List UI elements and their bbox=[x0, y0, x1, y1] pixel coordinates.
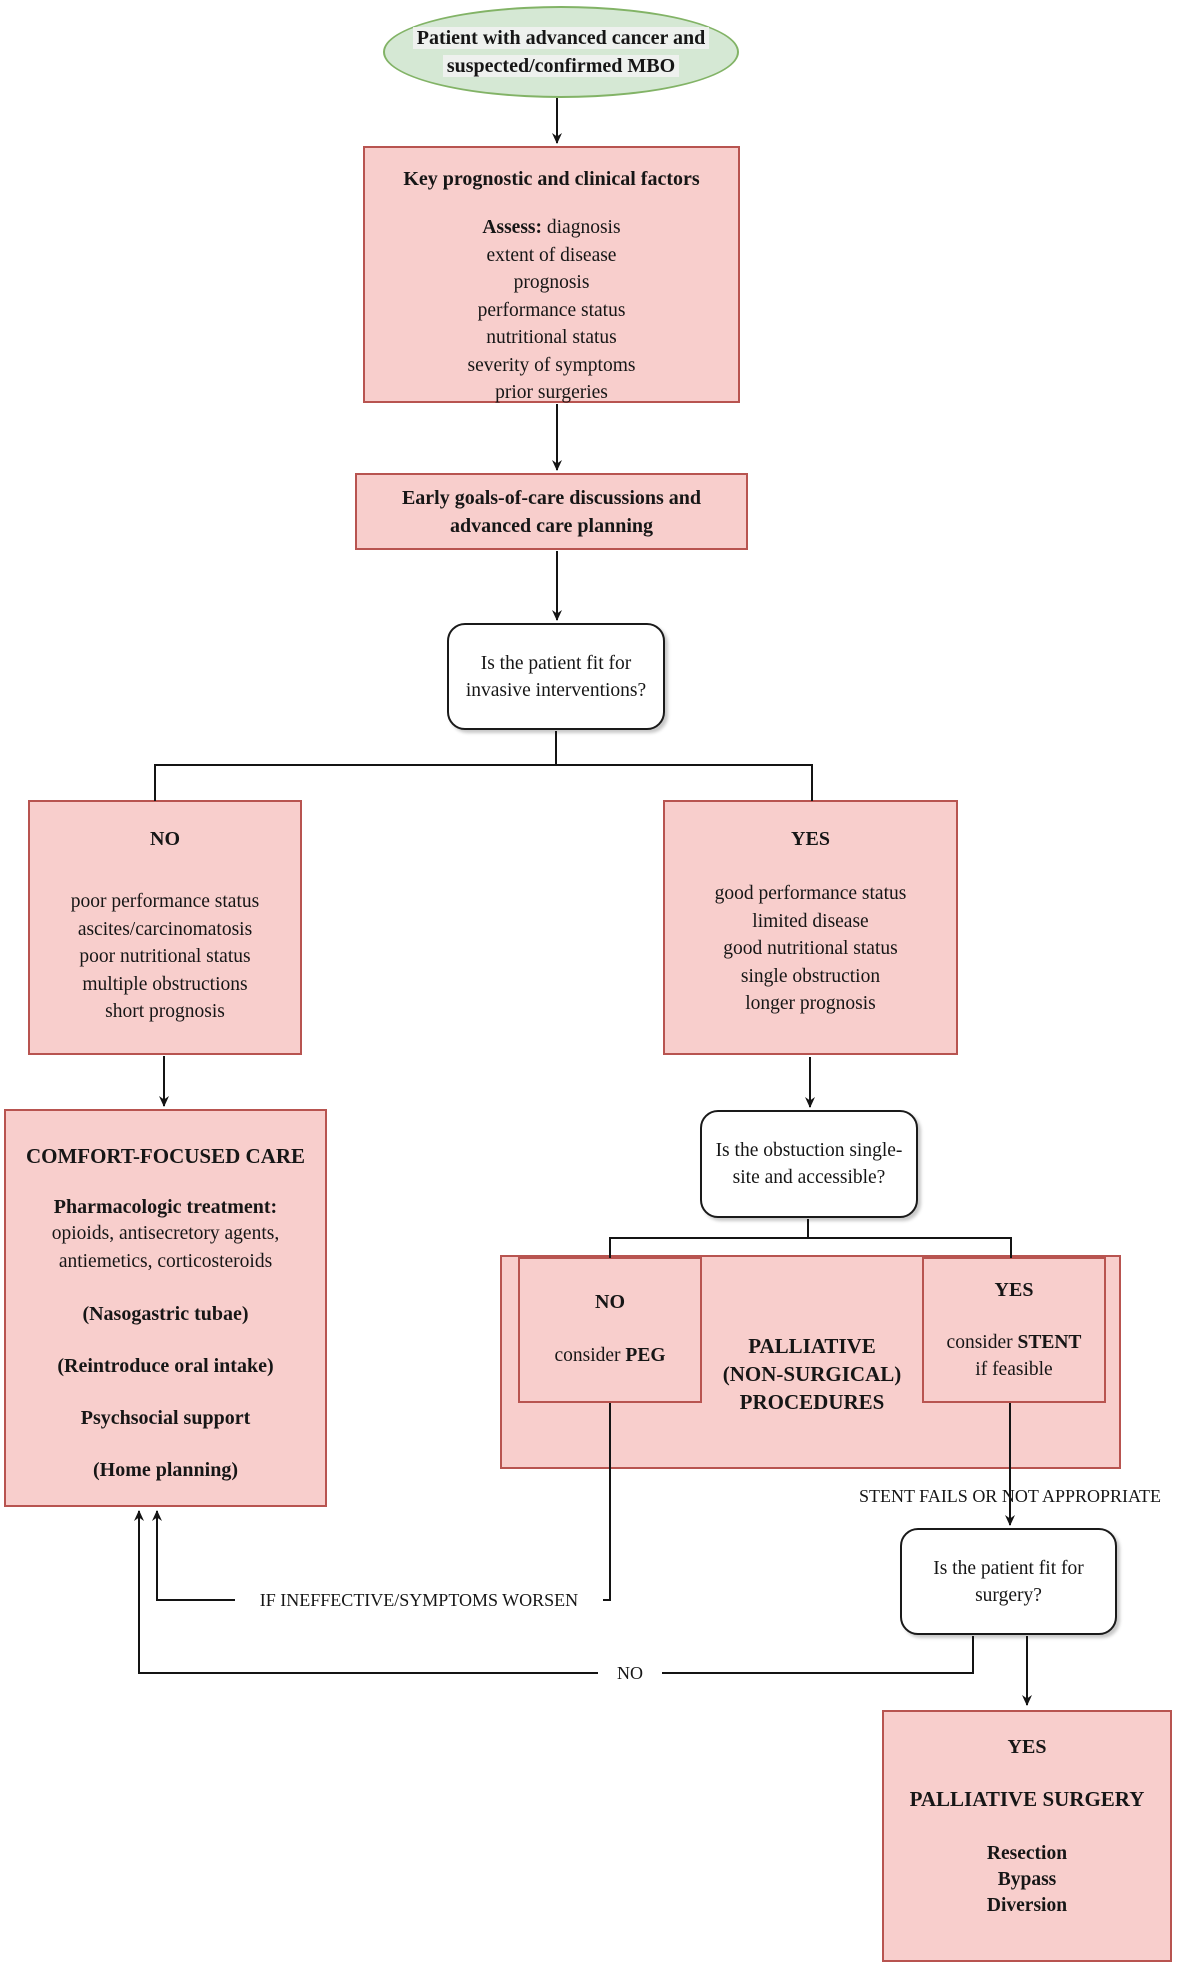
no-branch-line: ascites/carcinomatosis bbox=[77, 918, 253, 940]
decision-surgery-line1: Is the patient fit for bbox=[933, 1557, 1084, 1579]
ineffective-label: IF INEFFECTIVE/SYMPTOMS WORSEN bbox=[235, 1589, 603, 1611]
no-branch-line: multiple obstructions bbox=[82, 973, 248, 995]
goals-line1: Early goals-of-care discussions and bbox=[401, 486, 702, 509]
comfort-item: Psychsocial support bbox=[80, 1407, 251, 1429]
stent-fails-label: STENT FAILS OR NOT APPROPRIATE bbox=[858, 1486, 1162, 1506]
comfort-title: COMFORT-FOCUSED CARE bbox=[25, 1144, 306, 1168]
factors-line: prior surgeries bbox=[495, 382, 608, 403]
comfort-item: (Home planning) bbox=[92, 1459, 239, 1481]
factors-box: Key prognostic and clinical factors Asse… bbox=[363, 146, 740, 403]
goals-box: Early goals-of-care discussions and adva… bbox=[355, 473, 748, 550]
no-branch-box: NO poor performance status ascites/carci… bbox=[28, 800, 302, 1055]
comfort-item: (Reintroduce oral intake) bbox=[57, 1355, 274, 1377]
factors-line: severity of symptoms bbox=[467, 354, 636, 376]
comfort-care-box: COMFORT-FOCUSED CARE Pharmacologic treat… bbox=[4, 1109, 327, 1507]
line-split-peg-stent bbox=[609, 1237, 1012, 1258]
palliative-title-line: (NON-SURGICAL) bbox=[722, 1362, 902, 1386]
goals-line2: advanced care planning bbox=[450, 514, 653, 537]
decision-invasive: Is the patient fit for invasive interven… bbox=[447, 623, 665, 730]
yes-branch-line: good performance status bbox=[714, 883, 907, 904]
stent-line2: if feasible bbox=[975, 1359, 1053, 1380]
line-split-no-yes bbox=[154, 764, 813, 801]
yes-branch-title: YES bbox=[791, 828, 830, 850]
palliative-surgery-box: YES PALLIATIVE SURGERY Resection Bypass … bbox=[882, 1710, 1172, 1962]
factors-line: performance status bbox=[477, 299, 626, 321]
yes-branch-box: YES good performance status limited dise… bbox=[663, 800, 958, 1055]
assess-line: Assess: diagnosis bbox=[482, 217, 621, 238]
surgery-yes: YES bbox=[1007, 1736, 1047, 1758]
yes-branch-line: single obstruction bbox=[740, 965, 881, 987]
decision-obstruction-line2: site and accessible? bbox=[732, 1167, 886, 1188]
pharm-line: opioids, antisecretory agents, bbox=[51, 1223, 280, 1244]
factors-line: extent of disease bbox=[486, 244, 617, 266]
yes-branch-line: limited disease bbox=[752, 910, 869, 932]
peg-title: NO bbox=[595, 1291, 625, 1313]
yes-branch-line: good nutritional status bbox=[723, 938, 898, 959]
decision-invasive-line2: invasive interventions? bbox=[465, 679, 647, 701]
factors-title: Key prognostic and clinical factors bbox=[403, 168, 700, 190]
start-node-line2: suspected/confirmed MBO bbox=[442, 52, 680, 80]
decision-obstruction-line1: Is the obstuction single- bbox=[715, 1140, 903, 1161]
decision-surgery: Is the patient fit for surgery? bbox=[900, 1528, 1117, 1635]
arrow-surgery-no-feedback bbox=[134, 1510, 974, 1674]
stent-box: YES consider STENT if feasible bbox=[922, 1257, 1106, 1403]
pharm-line: antiemetics, corticosteroids bbox=[58, 1250, 273, 1272]
decision-surgery-line2: surgery? bbox=[975, 1584, 1042, 1606]
no-branch-label: NO bbox=[598, 1662, 662, 1684]
surgery-option: Bypass bbox=[997, 1869, 1057, 1890]
no-branch-title: NO bbox=[150, 828, 180, 850]
peg-line: consider PEG bbox=[554, 1345, 666, 1366]
factors-line: nutritional status bbox=[486, 327, 617, 348]
start-node-line1: Patient with advanced cancer and bbox=[412, 24, 710, 52]
decision-invasive-line1: Is the patient fit for bbox=[480, 652, 632, 674]
stent-line: consider STENT bbox=[946, 1332, 1082, 1353]
factors-line: prognosis bbox=[513, 272, 590, 293]
comfort-item: (Nasogastric tubae) bbox=[82, 1303, 249, 1325]
surgery-option: Resection bbox=[986, 1843, 1068, 1864]
start-node: Patient with advanced cancer and suspect… bbox=[383, 6, 739, 98]
no-branch-line: poor performance status bbox=[70, 891, 260, 912]
palliative-title-line: PROCEDURES bbox=[739, 1390, 885, 1414]
stent-title: YES bbox=[994, 1279, 1034, 1301]
no-branch-line: poor nutritional status bbox=[79, 946, 251, 967]
palliative-title: PALLIATIVE (NON-SURGICAL) PROCEDURES bbox=[702, 1332, 922, 1416]
palliative-title-line: PALLIATIVE bbox=[748, 1334, 876, 1358]
yes-branch-line: longer prognosis bbox=[745, 993, 876, 1014]
no-branch-line: short prognosis bbox=[105, 1001, 225, 1022]
pharm-title: Pharmacologic treatment: bbox=[53, 1196, 278, 1218]
decision-obstruction: Is the obstuction single- site and acces… bbox=[700, 1110, 918, 1218]
arrow-ineffective-feedback bbox=[152, 1403, 611, 1601]
surgery-title: PALLIATIVE SURGERY bbox=[909, 1787, 1145, 1811]
surgery-option: Diversion bbox=[986, 1895, 1068, 1916]
